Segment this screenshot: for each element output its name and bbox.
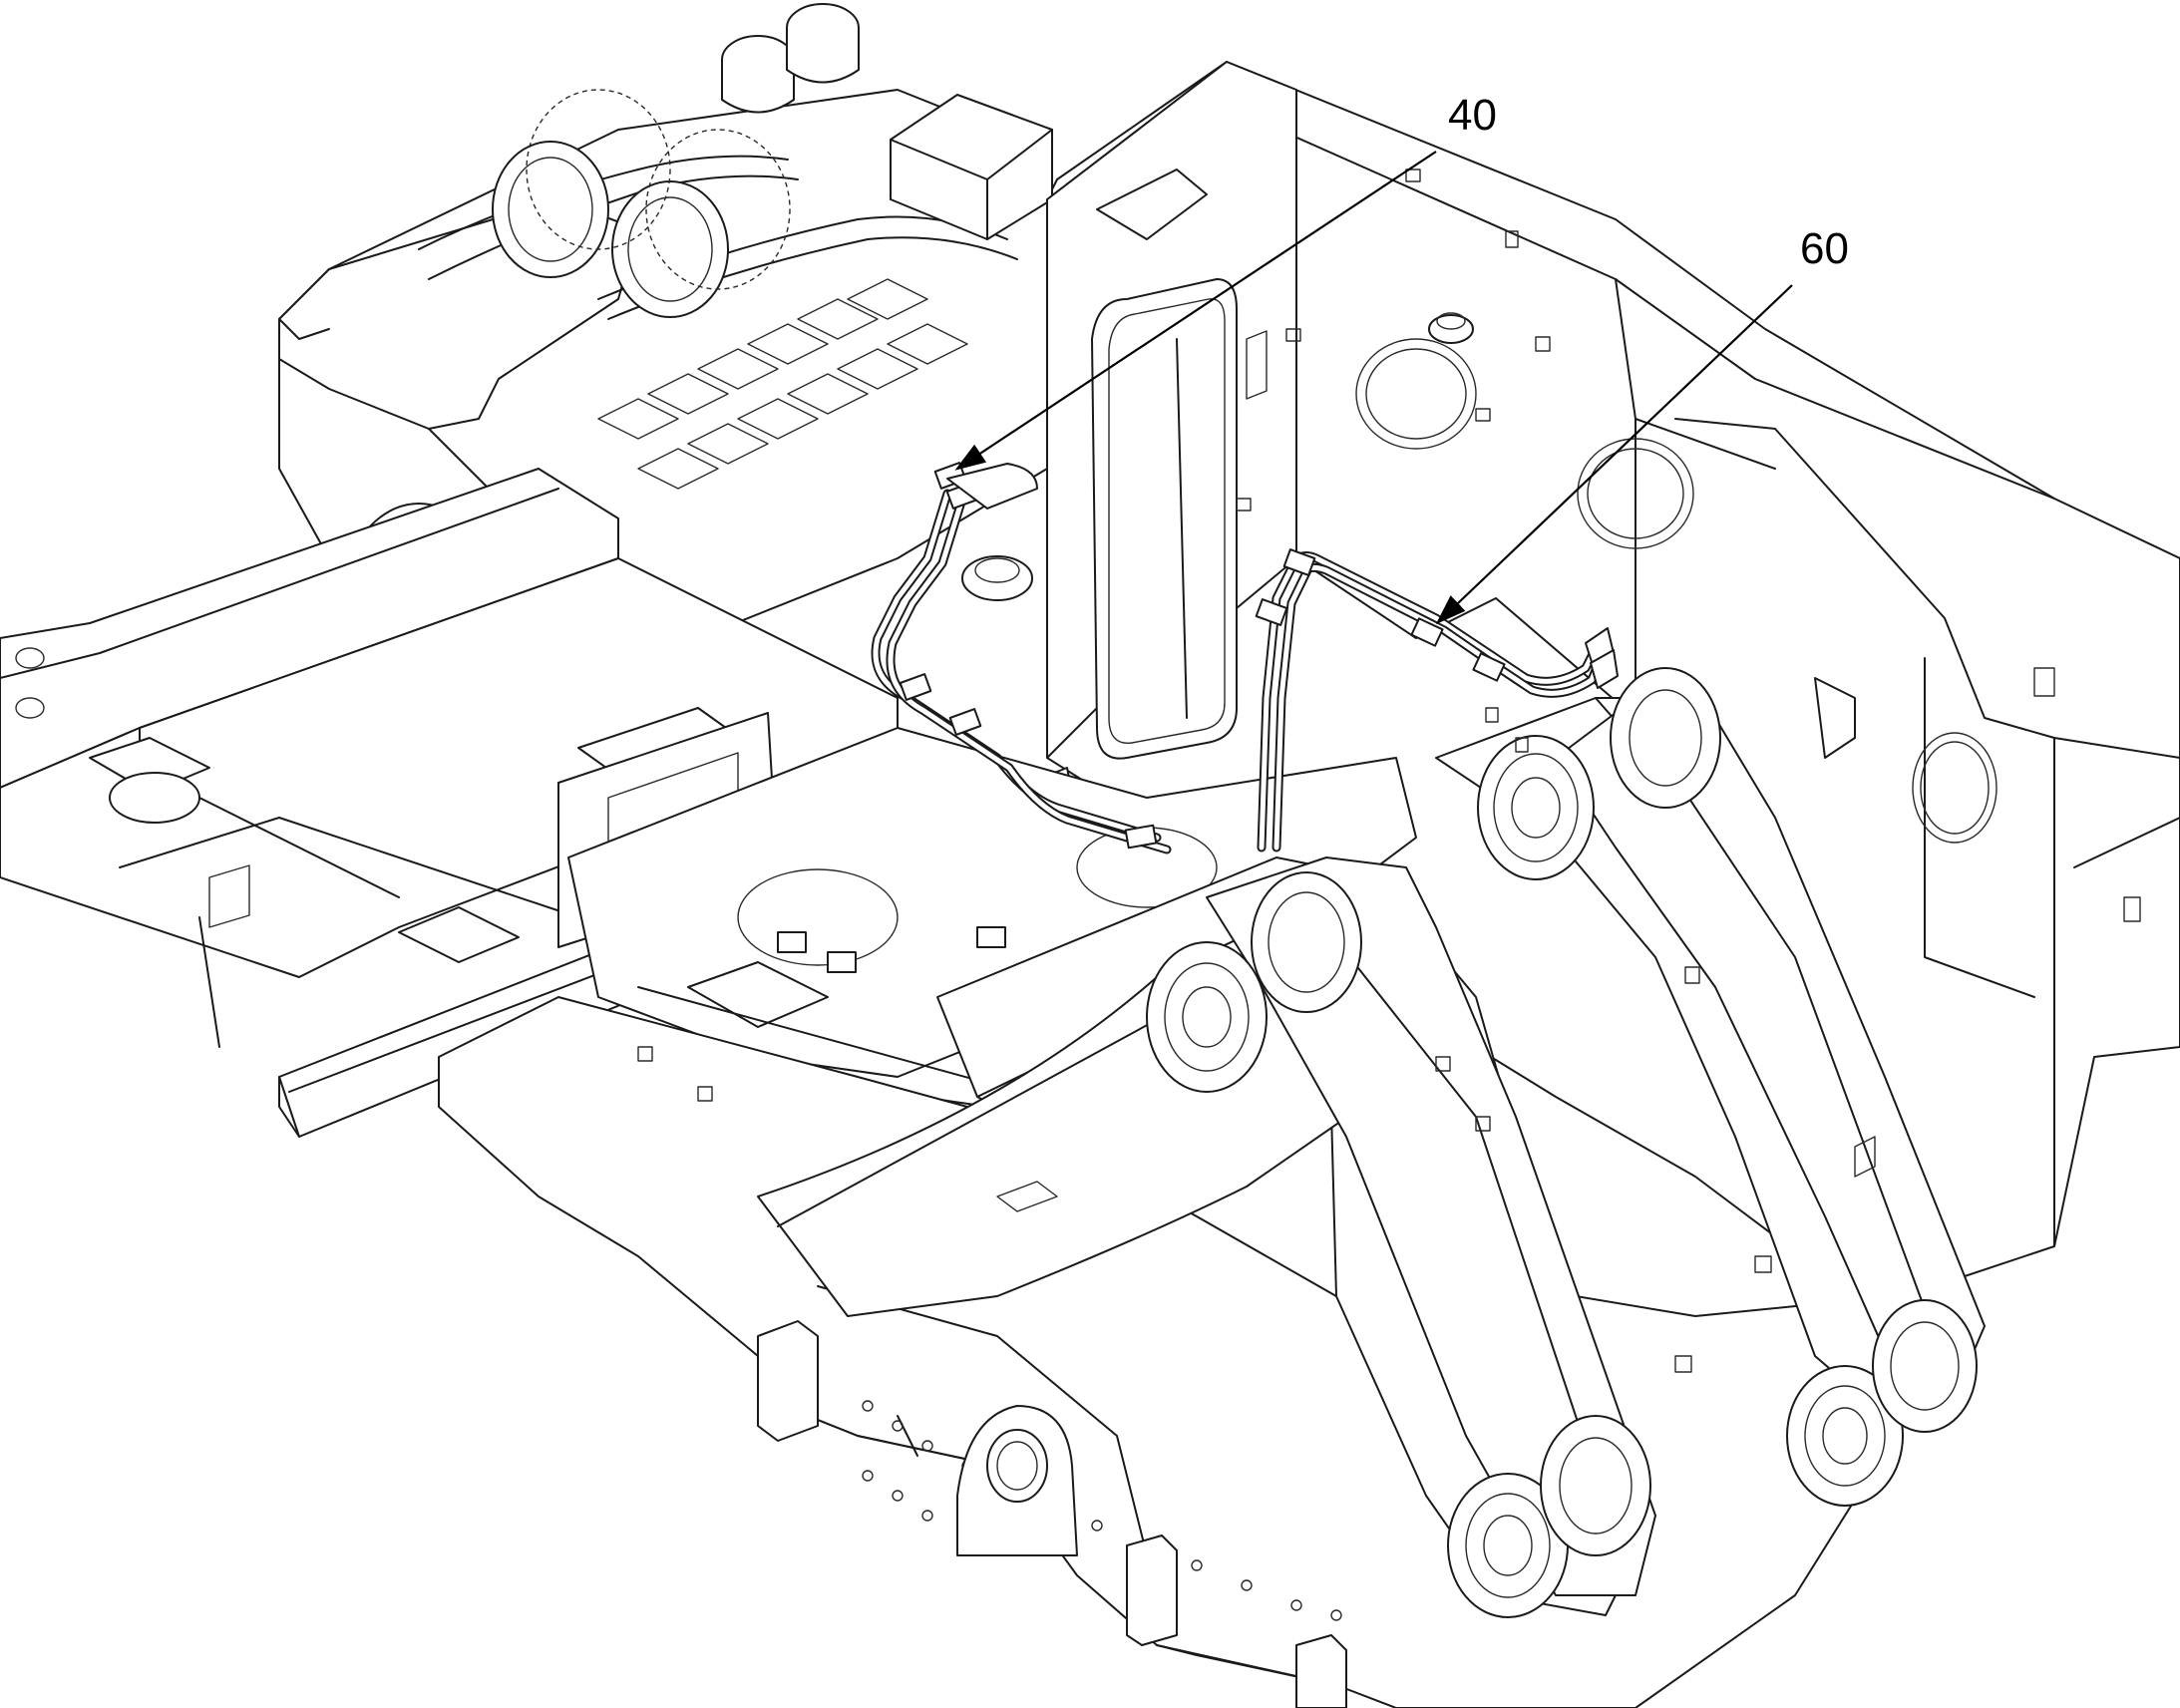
- callout-label-40: 40: [1448, 91, 1497, 140]
- hose-assembly-40: [871, 462, 1172, 854]
- callout-40: 40: [954, 91, 1497, 471]
- frame-details: [637, 169, 1876, 1373]
- callout-label-60: 60: [1800, 224, 1849, 273]
- callout-60: 60: [1435, 224, 1849, 625]
- leader-line-60: [1435, 284, 1793, 625]
- leader-line-40: [954, 151, 1437, 471]
- pivot-bosses: [1146, 667, 1978, 1618]
- bulkhead-plate: [1046, 61, 1297, 760]
